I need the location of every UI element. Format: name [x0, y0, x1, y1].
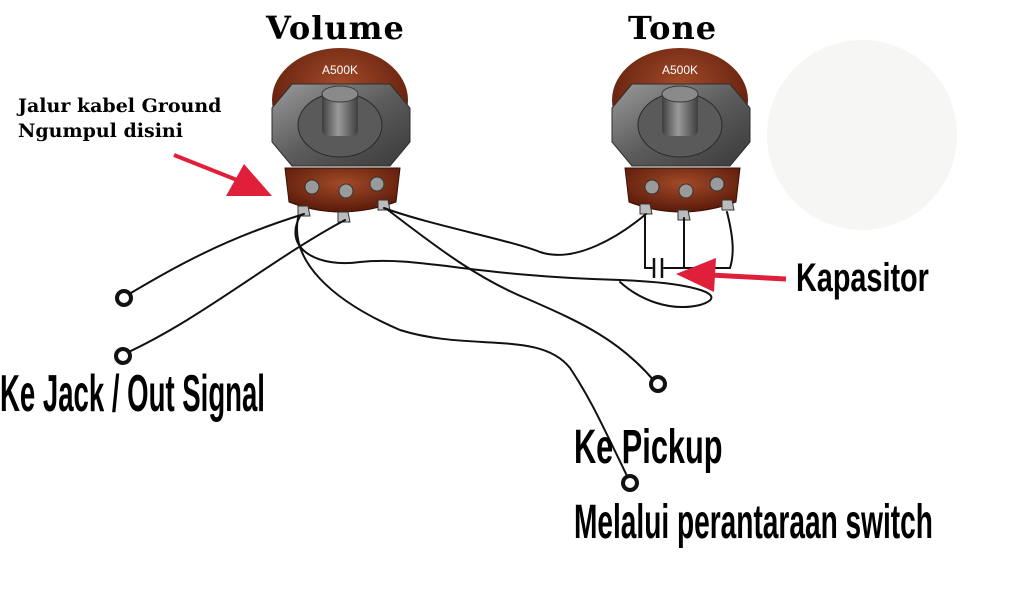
volume-pot-marking: A500K — [322, 63, 358, 77]
tone-shaft-top — [661, 85, 699, 103]
tone-terminals — [639, 176, 735, 221]
capacitor-symbol — [652, 258, 664, 278]
tone-shaft — [662, 92, 698, 136]
volume-title: Volume — [266, 9, 405, 47]
capacitor-label: Kapasitor — [796, 256, 929, 300]
wire-pickup-1 — [296, 217, 629, 479]
tone-pot: A500K — [611, 48, 751, 221]
tone-pot-marking: A500K — [662, 63, 698, 77]
tone-title: Tone — [628, 9, 718, 47]
background-circle — [767, 40, 957, 230]
pickup-terminal-1 — [649, 375, 667, 393]
ground-note-line1: Jalur kabel Ground — [18, 95, 222, 117]
pickup-terminal-2 — [621, 474, 639, 492]
volume-shaft — [322, 92, 358, 136]
capacitor-arrow — [676, 258, 787, 292]
volume-pot: A500K — [271, 48, 411, 223]
wire-volume-to-tone — [383, 207, 647, 256]
terminals — [114, 289, 667, 492]
pickup-label-line2: Melalui perantaraan switch — [574, 496, 933, 549]
wire-jack-1 — [123, 213, 305, 298]
wire-pickup-2 — [387, 209, 656, 383]
volume-shaft-top — [321, 85, 359, 103]
wire-jack-2 — [121, 219, 346, 356]
jack-terminal-2 — [114, 347, 132, 365]
pickup-label-line1: Ke Pickup — [574, 421, 723, 474]
ground-note: Jalur kabel Ground Ngumpul disini — [18, 94, 221, 143]
ground-arrow — [173, 153, 272, 196]
arrows — [173, 153, 787, 292]
ground-note-line2: Ngumpul disini — [18, 119, 183, 142]
wires — [121, 207, 734, 479]
wire-tone-right — [726, 211, 734, 269]
volume-terminals — [297, 176, 391, 223]
wire-ground-loop — [294, 215, 713, 309]
jack-label: Ke Jack / Out Signal — [0, 365, 265, 423]
jack-terminal-1 — [115, 289, 133, 307]
